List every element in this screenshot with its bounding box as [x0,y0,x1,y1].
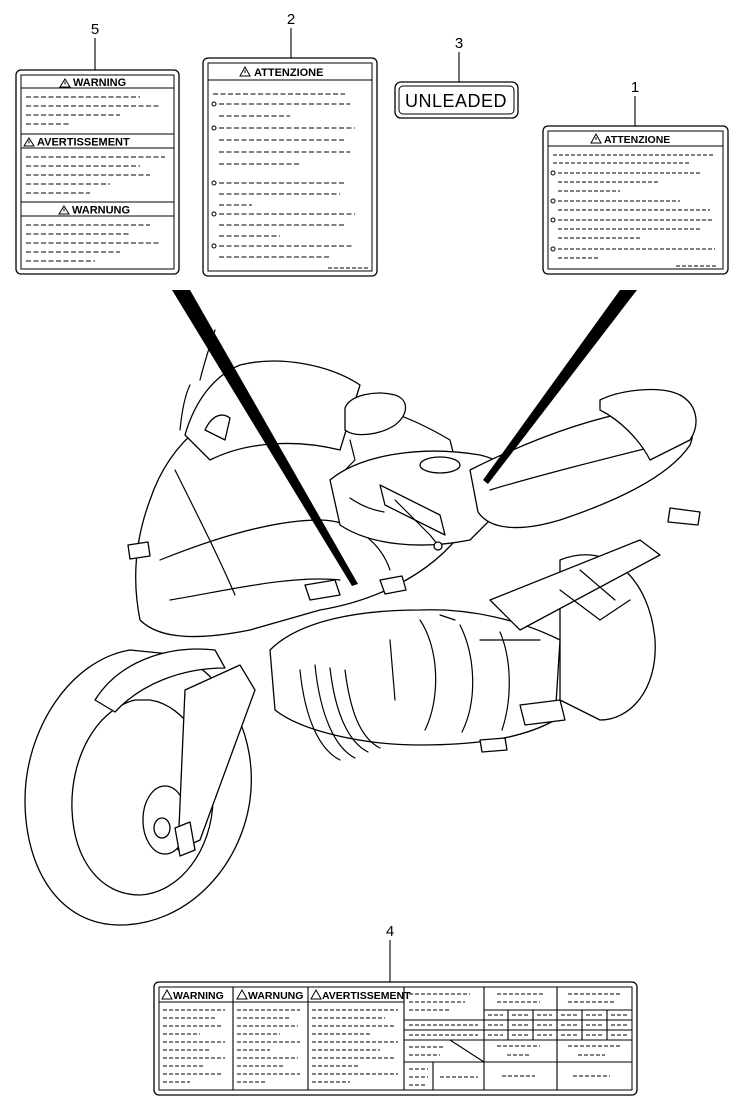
callout-number-5: 5 [91,21,99,38]
warning-triangle-icon [310,988,322,1000]
label-5: 5 WARNING AVERTISSEMENT WARNUNG [15,21,180,275]
callout-number-3: 3 [455,35,463,52]
label-2: 2 ATTENZIONE [202,11,378,277]
warning-triangle-icon [161,988,173,1000]
header-attenzione: ATTENZIONE [604,134,670,146]
label-3: 3 UNLEADED [394,35,519,119]
tire-info-table [404,987,632,1090]
warning-triangle-icon [59,78,71,88]
header-warnung: WARNUNG [72,205,130,217]
label-4: 4 WARNING WARNUNG AVERTISSEMENT [153,923,638,1096]
warning-triangle-icon [58,205,70,215]
header-warning: WARNING [73,77,126,89]
pointer-label-5 [172,290,358,586]
callout-number-4: 4 [386,923,394,940]
callout-number-1: 1 [631,79,639,96]
motorcycle-illustration [24,329,701,926]
header-warning: WARNING [173,990,224,1002]
pointer-label-1 [483,290,637,484]
header-attenzione: ATTENZIONE [254,67,323,79]
header-warnung: WARNUNG [248,990,303,1002]
callout-number-2: 2 [287,11,295,28]
header-avertissement: AVERTISSEMENT [37,137,130,149]
warning-triangle-icon [239,65,251,77]
unleaded-text: UNLEADED [405,91,507,111]
warning-triangle-icon [23,137,35,147]
label-1: 1 ATTENZIONE [542,79,729,275]
warning-triangle-icon [236,988,248,1000]
header-avertissement: AVERTISSEMENT [322,990,411,1002]
warning-triangle-icon [590,132,602,144]
